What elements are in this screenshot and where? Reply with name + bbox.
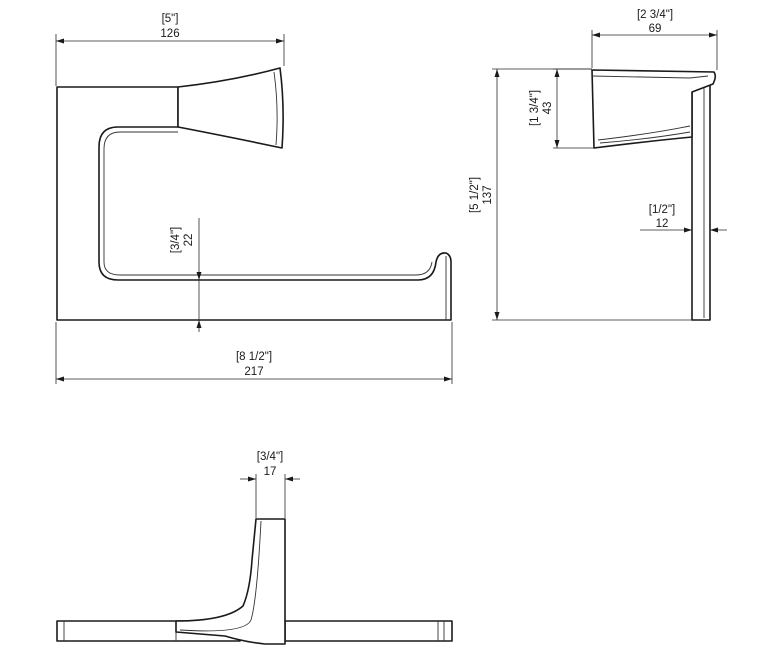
side-view bbox=[591, 69, 717, 321]
dim-front-width-inch: [5"] bbox=[162, 13, 179, 25]
dim-side-height-inch: [5 1/2"] bbox=[469, 177, 481, 213]
dim-side-height-mm: 137 bbox=[482, 185, 494, 204]
dim-side-height: [5 1/2"] 137 bbox=[469, 68, 692, 321]
dim-side-mount: [1 3/4"] 43 bbox=[529, 68, 594, 149]
front-mount-base bbox=[177, 67, 284, 149]
dim-front-total-inch: [8 1/2"] bbox=[236, 351, 272, 363]
dim-bottom-width-inch: [3/4"] bbox=[257, 451, 283, 463]
front-arm-inner-edge bbox=[103, 131, 433, 276]
dim-side-mount-mm: 43 bbox=[542, 102, 554, 115]
side-mount bbox=[591, 69, 717, 149]
dim-side-thickness: [1/2"] 12 bbox=[640, 204, 727, 233]
front-mount-edge bbox=[273, 71, 278, 146]
dim-front-width: [5"] 126 bbox=[55, 13, 285, 86]
dim-side-depth-mm: 69 bbox=[649, 23, 662, 35]
dim-bottom-width: [3/4"] 17 bbox=[240, 451, 300, 518]
dim-front-height-mm: 22 bbox=[183, 234, 195, 247]
front-arm-outline bbox=[56, 86, 452, 321]
bottom-view bbox=[56, 518, 453, 645]
side-bar bbox=[691, 79, 711, 321]
dim-side-depth: [2 3/4"] 69 bbox=[591, 9, 718, 70]
dim-front-total: [8 1/2"] 217 bbox=[55, 322, 453, 384]
dim-side-depth-inch: [2 3/4"] bbox=[637, 9, 673, 21]
dim-front-total-mm: 217 bbox=[244, 366, 263, 378]
bottom-right-arm bbox=[284, 620, 453, 642]
dim-side-thickness-inch: [1/2"] bbox=[649, 204, 675, 216]
front-view bbox=[56, 67, 452, 321]
dim-side-thickness-mm: 12 bbox=[656, 218, 669, 230]
dim-front-width-mm: 126 bbox=[160, 28, 179, 40]
dim-front-height-inch: [3/4"] bbox=[170, 227, 182, 253]
bottom-mount bbox=[175, 518, 286, 645]
dim-side-mount-inch: [1 3/4"] bbox=[529, 90, 541, 126]
dim-front-height: [3/4"] 22 bbox=[170, 218, 202, 332]
dim-bottom-width-mm: 17 bbox=[264, 466, 277, 478]
